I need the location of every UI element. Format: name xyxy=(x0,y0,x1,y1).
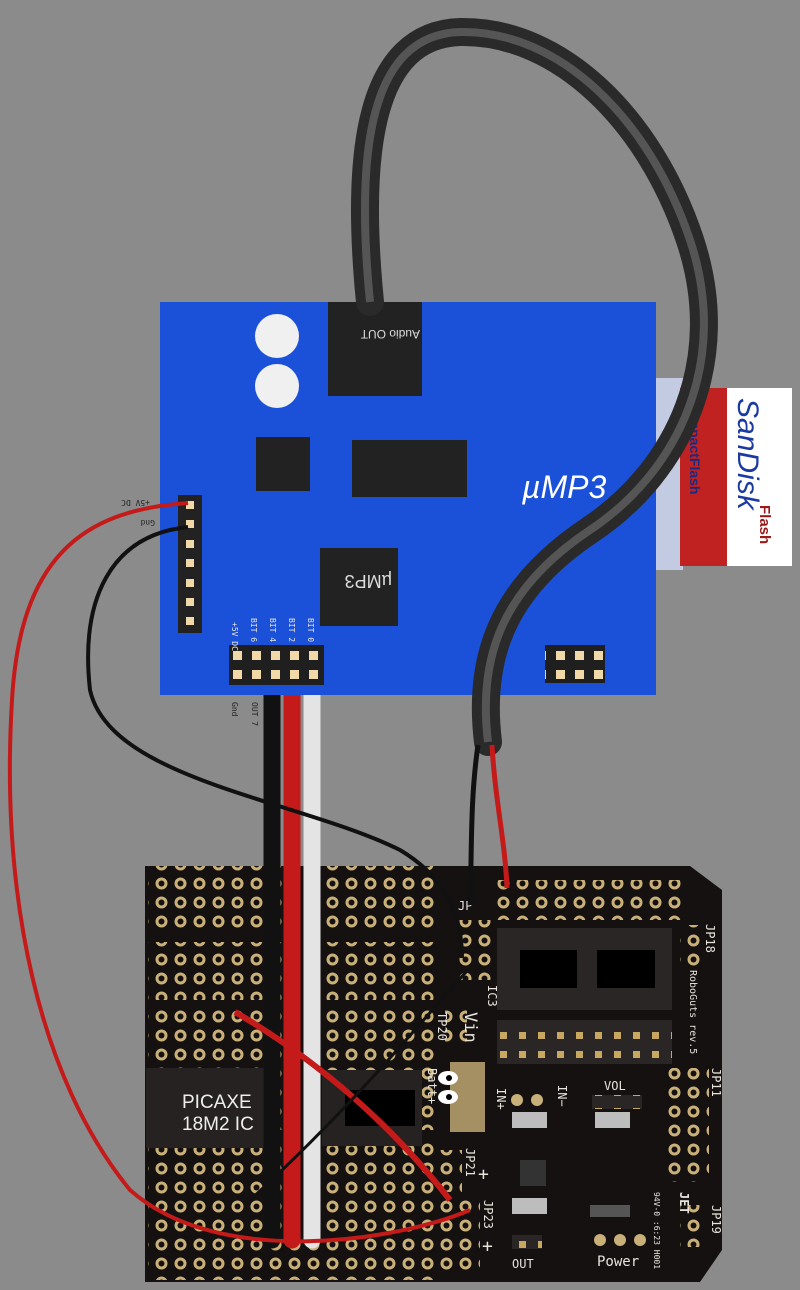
audio-out-label: Audio OUT xyxy=(360,327,420,341)
capacitor xyxy=(255,314,299,358)
jp18-header xyxy=(680,925,702,967)
label-jp11: JP11 xyxy=(709,1068,723,1097)
ic-label-line1: PICAXE xyxy=(182,1092,252,1113)
sd-type: Flash xyxy=(756,505,773,544)
smd-components xyxy=(511,1094,646,1249)
label-maker: JET xyxy=(677,1192,691,1214)
jp11-header xyxy=(665,1068,709,1182)
label-out: OUT xyxy=(512,1257,534,1271)
label-vol: VOL xyxy=(604,1079,626,1093)
controller-board: PICAXE 18M2 IC JP18 RoboGuts rev.5 JP11 … xyxy=(145,866,723,1282)
label-code: 94V-0 :6:23 H001 xyxy=(652,1192,661,1269)
pin-label-bit: BIT 2 xyxy=(287,618,296,642)
label-tp20: TP20 xyxy=(435,1012,449,1041)
mp3-chip: µMP3 xyxy=(320,548,398,626)
tp20-header xyxy=(445,1005,467,1047)
mp3-board: CompactFlash SanDisk Flash Audio OUT µMP… xyxy=(121,302,792,726)
pin-label-out: OUT 7 xyxy=(250,702,259,726)
ribbon-wires xyxy=(263,671,321,1249)
sd-brand: SanDisk xyxy=(731,398,764,512)
label-vin: Vin xyxy=(460,1012,480,1043)
header-row-2x9 xyxy=(497,1020,672,1064)
jp19-header xyxy=(680,1205,702,1247)
ic3-socket xyxy=(497,928,672,1010)
label-in-minus: IN− xyxy=(555,1085,569,1107)
pin-label-gnd: Gnd xyxy=(230,702,239,717)
board-brand-label: µMP3 xyxy=(521,469,606,505)
label-plus-2: + xyxy=(482,1236,493,1257)
pin-label-bit: BIT 0 xyxy=(306,618,315,642)
chip xyxy=(352,440,467,497)
sd-card: CompactFlash SanDisk Flash xyxy=(655,378,792,570)
label-jp18: JP18 xyxy=(703,924,717,953)
capacitor xyxy=(255,364,299,408)
label-in-plus: IN+ xyxy=(494,1088,508,1110)
chip xyxy=(256,437,310,491)
chip-label: µMP3 xyxy=(345,571,392,591)
bit-header xyxy=(229,645,324,685)
pin-label-bit: BIT 6 xyxy=(249,618,258,642)
label-power: Power xyxy=(597,1254,639,1270)
battery-connector xyxy=(438,1062,485,1132)
aux-header xyxy=(545,645,605,683)
picaxe-ic: PICAXE 18M2 IC xyxy=(146,1068,266,1148)
jp21-header xyxy=(440,1150,462,1192)
audio-out-jack: Audio OUT xyxy=(328,302,422,396)
pin-label-bit: BIT 4 xyxy=(268,618,277,642)
pin-label-gnd: Gnd xyxy=(140,518,155,527)
power-wires xyxy=(7,501,471,1244)
top-header-row xyxy=(495,880,685,920)
pin-label-power: +5V DC xyxy=(121,498,150,507)
label-ic3: IC3 xyxy=(485,985,499,1007)
label-board-name: RoboGuts rev.5 xyxy=(687,970,698,1054)
pin-label-bit: +5V DC xyxy=(230,622,239,651)
audio-cable xyxy=(350,17,718,906)
label-jp21: JP21 xyxy=(463,1148,477,1177)
label-batt: Batt+ xyxy=(425,1068,439,1104)
label-plus-1: + xyxy=(478,1164,489,1185)
label-jp19: JP19 xyxy=(709,1205,723,1234)
label-jp23: JP23 xyxy=(481,1200,495,1229)
jp23-header xyxy=(440,1195,480,1275)
ic-label-line2: 18M2 IC xyxy=(182,1114,254,1135)
